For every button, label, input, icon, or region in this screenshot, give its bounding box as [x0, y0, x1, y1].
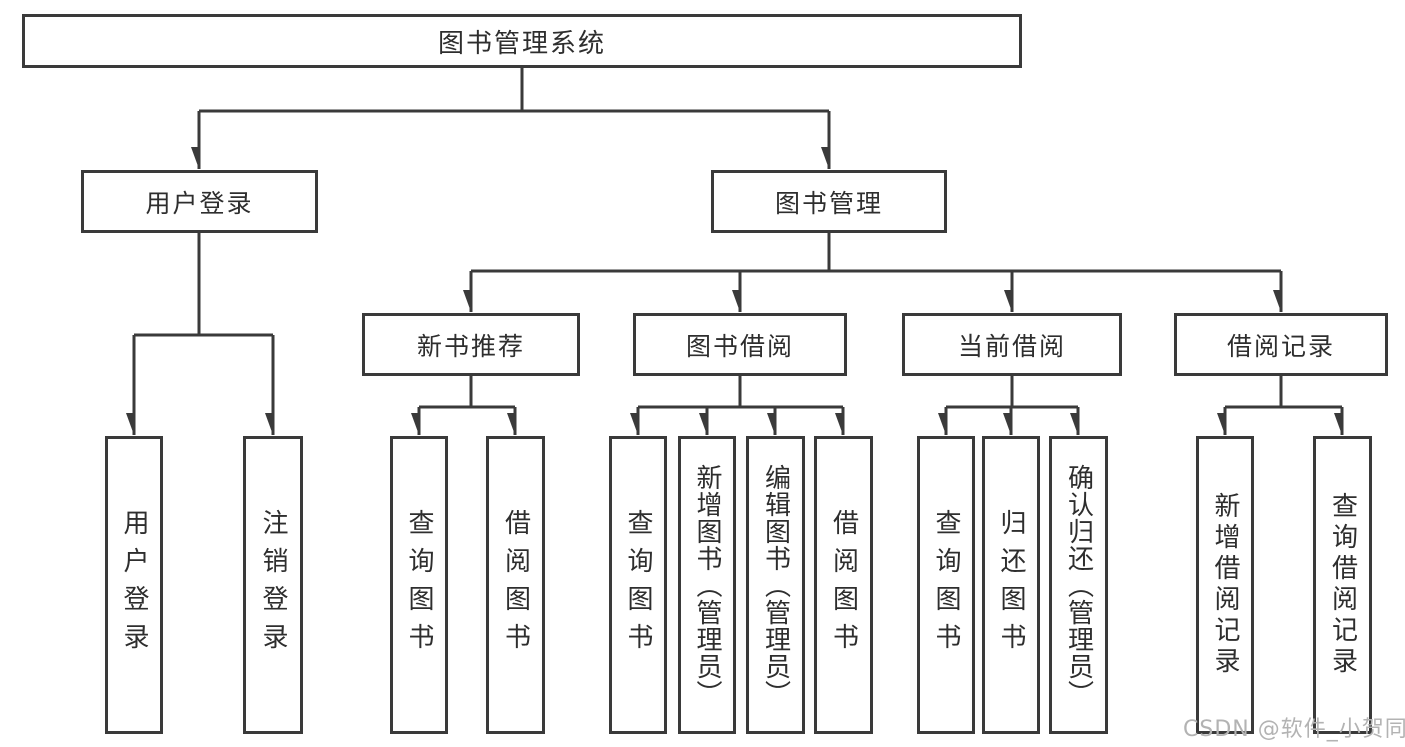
leaf-user-login: 用户登录: [105, 436, 163, 734]
leaf-label: 查询图书: [931, 509, 961, 661]
leaf-label: 查询图书: [623, 509, 653, 661]
leaf-logout-login: 注销登录: [243, 436, 303, 734]
node-label: 借阅记录: [1226, 331, 1335, 361]
leaf-newbooks-query-books: 查询图书: [390, 436, 448, 734]
leaf-label: 借阅图书: [828, 509, 859, 661]
node-book-management: 图书管理: [711, 170, 947, 233]
leaf-label: 注销登录: [258, 509, 288, 661]
watermark: CSDN @软件_小贺同学: [1183, 717, 1405, 742]
leaf-records-add-borrow-record: 新增借阅记录: [1196, 436, 1254, 734]
leaf-borrowing-add-books-admin: 新增图书（管理员）: [678, 436, 736, 734]
leaf-current-query-books: 查询图书: [917, 436, 975, 734]
leaf-label: 编辑图书（管理员）: [760, 463, 791, 707]
node-label: 图书管理系统: [437, 28, 606, 59]
node-label: 图书管理: [774, 188, 883, 218]
node-label: 用户登录: [145, 188, 254, 218]
leaf-label: 新增图书（管理员）: [692, 463, 722, 707]
leaf-label: 查询借阅记录: [1327, 492, 1358, 678]
node-borrowing-records: 借阅记录: [1174, 313, 1388, 376]
leaf-label: 确认归还（管理员）: [1063, 463, 1094, 707]
leaf-records-query-borrow-record: 查询借阅记录: [1313, 436, 1372, 734]
leaf-current-confirm-return-admin: 确认归还（管理员）: [1049, 436, 1108, 734]
node-label: 当前借阅: [957, 331, 1066, 361]
node-book-borrowing: 图书借阅: [633, 313, 847, 376]
leaf-borrowing-borrow-books: 借阅图书: [814, 436, 873, 734]
leaf-newbooks-borrow-books: 借阅图书: [486, 436, 545, 734]
node-label: 新书推荐: [416, 331, 525, 361]
leaf-label: 归还图书: [996, 509, 1026, 661]
node-root: 图书管理系统: [22, 14, 1022, 68]
leaf-current-return-books: 归还图书: [982, 436, 1040, 734]
leaf-borrowing-query-books: 查询图书: [609, 436, 667, 734]
leaf-label: 查询图书: [404, 509, 434, 661]
node-current-borrowing: 当前借阅: [902, 313, 1122, 376]
leaf-label: 借阅图书: [500, 509, 531, 661]
leaf-label: 新增借阅记录: [1210, 492, 1240, 678]
node-user-login: 用户登录: [81, 170, 318, 233]
node-new-book-recommendation: 新书推荐: [362, 313, 580, 376]
leaf-label: 用户登录: [119, 509, 149, 661]
node-label: 图书借阅: [685, 331, 794, 361]
leaf-borrowing-edit-books-admin: 编辑图书（管理员）: [746, 436, 805, 734]
